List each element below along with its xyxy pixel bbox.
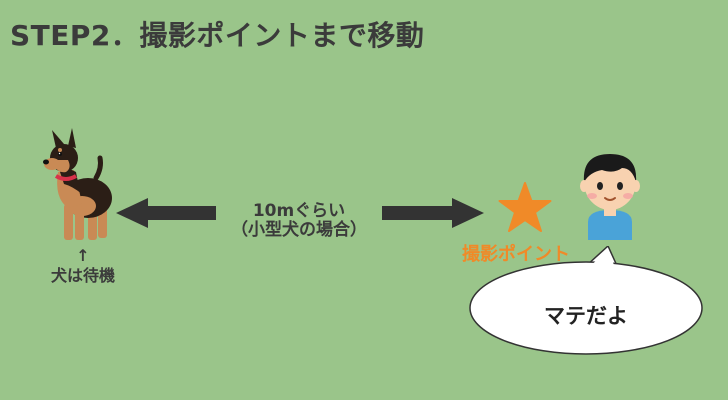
star-icon bbox=[498, 182, 552, 232]
speech-text: マテだよ bbox=[544, 304, 628, 328]
right-arrow-icon bbox=[382, 198, 484, 228]
distance-note: （小型犬の場合） bbox=[231, 220, 367, 240]
left-arrow-icon bbox=[116, 198, 216, 228]
dog-wait-caption: ↑ 犬は待機 bbox=[38, 246, 128, 286]
distance-value: 10mぐらい bbox=[252, 201, 346, 221]
up-arrow-icon: ↑ bbox=[76, 246, 90, 265]
dog-illustration bbox=[43, 128, 112, 240]
dog-wait-label: 犬は待機 bbox=[50, 266, 115, 285]
speech-bubble bbox=[469, 246, 703, 355]
photo-spot-label: 撮影ポイント bbox=[462, 244, 570, 265]
distance-label: 10mぐらい （小型犬の場合） bbox=[214, 202, 384, 240]
person-illustration bbox=[580, 154, 640, 240]
page-title: STEP2．撮影ポイントまで移動 bbox=[10, 19, 425, 52]
